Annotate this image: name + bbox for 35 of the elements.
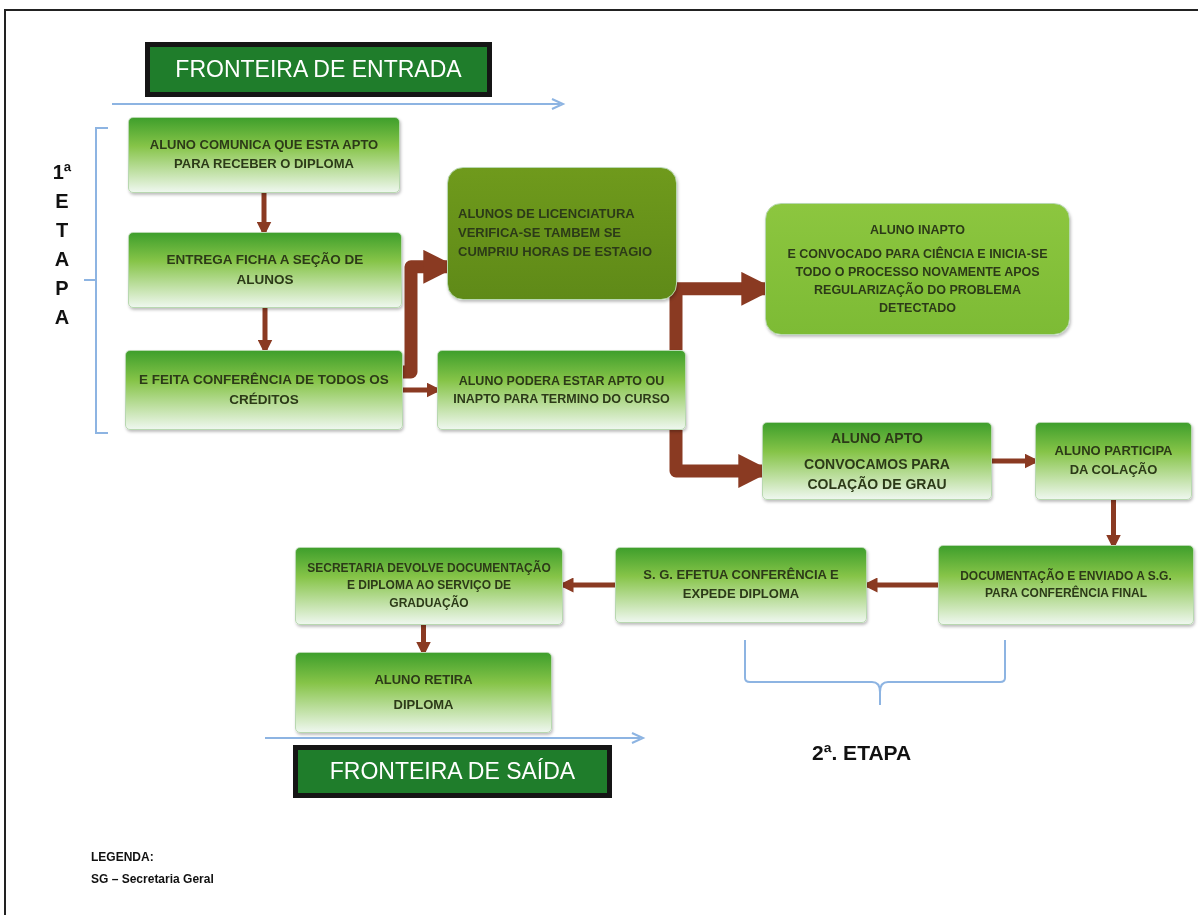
legend-text: SG – Secretaria Geral <box>91 872 214 887</box>
step-text: ALUNO PODERA ESTAR APTO OU INAPTO PARA TERMINO DO CURSO <box>452 372 671 408</box>
step-text: ALUNO COMUNICA QUE ESTA APTO PARA RECEBER O DIPLOMA <box>148 136 380 173</box>
step-text: ALUNOS DE LICENCIATURA VERIFICA-SE TAMBEM SE CUMPRIU HORAS DE ESTAGIO <box>458 205 654 261</box>
step-text: E CONVOCADO PARA CIÊNCIA E INICIA-SE TODO O PROCESSO NOVAMENTE APOS REGULARIZAÇÃO DO PROBLEMA DETECTADO <box>786 245 1049 318</box>
banner-title: FRONTEIRA DE SAÍDA <box>329 756 576 786</box>
step-text: DOCUMENTAÇÃO E ENVIADO A S.G. PARA CONFERÊNCIA FINAL <box>959 567 1173 602</box>
process-box <box>762 422 992 500</box>
process-box <box>437 350 686 430</box>
boundary-banner <box>145 42 492 97</box>
process-box <box>447 167 677 300</box>
process-box <box>1035 422 1192 500</box>
step-text: ENTREGA FICHA A SEÇÃO DE ALUNOS <box>165 251 365 289</box>
process-box <box>615 547 867 623</box>
step-text: S. G. EFETUA CONFERÊNCIA E EXPEDE DIPLOMA <box>642 566 840 603</box>
step-text: ALUNO RETIRA <box>374 670 473 689</box>
process-box <box>938 545 1194 625</box>
stage-label: 1ª ETAPA <box>52 160 72 330</box>
banner-title: FRONTEIRA DE ENTRADA <box>175 54 462 84</box>
step-text: ALUNO PARTICIPA DA COLAÇÃO <box>1053 442 1174 479</box>
process-box <box>765 203 1070 335</box>
step-text: ALUNO APTO <box>831 428 923 448</box>
step-text: DIPLOMA <box>393 695 454 714</box>
step-text: SECRETARIA DEVOLVE DOCUMENTAÇÃO E DIPLOMA AO SERVIÇO DE GRADUAÇÃO <box>306 559 552 612</box>
step-text: E FEITA CONFERÊNCIA DE TODOS OS CRÉDITOS <box>138 371 390 409</box>
process-box <box>125 350 403 430</box>
step-text: CONVOCAMOS PARA COLAÇÃO DE GRAU <box>803 454 951 495</box>
legend-heading: LEGENDA: <box>91 850 154 865</box>
step-text: ALUNO INAPTO <box>870 221 965 239</box>
boundary-banner <box>293 745 612 798</box>
process-box <box>128 232 402 308</box>
process-box <box>295 547 563 625</box>
stage-label: 2ª. ETAPA <box>812 740 912 766</box>
process-box <box>128 117 400 193</box>
process-box <box>295 652 552 733</box>
